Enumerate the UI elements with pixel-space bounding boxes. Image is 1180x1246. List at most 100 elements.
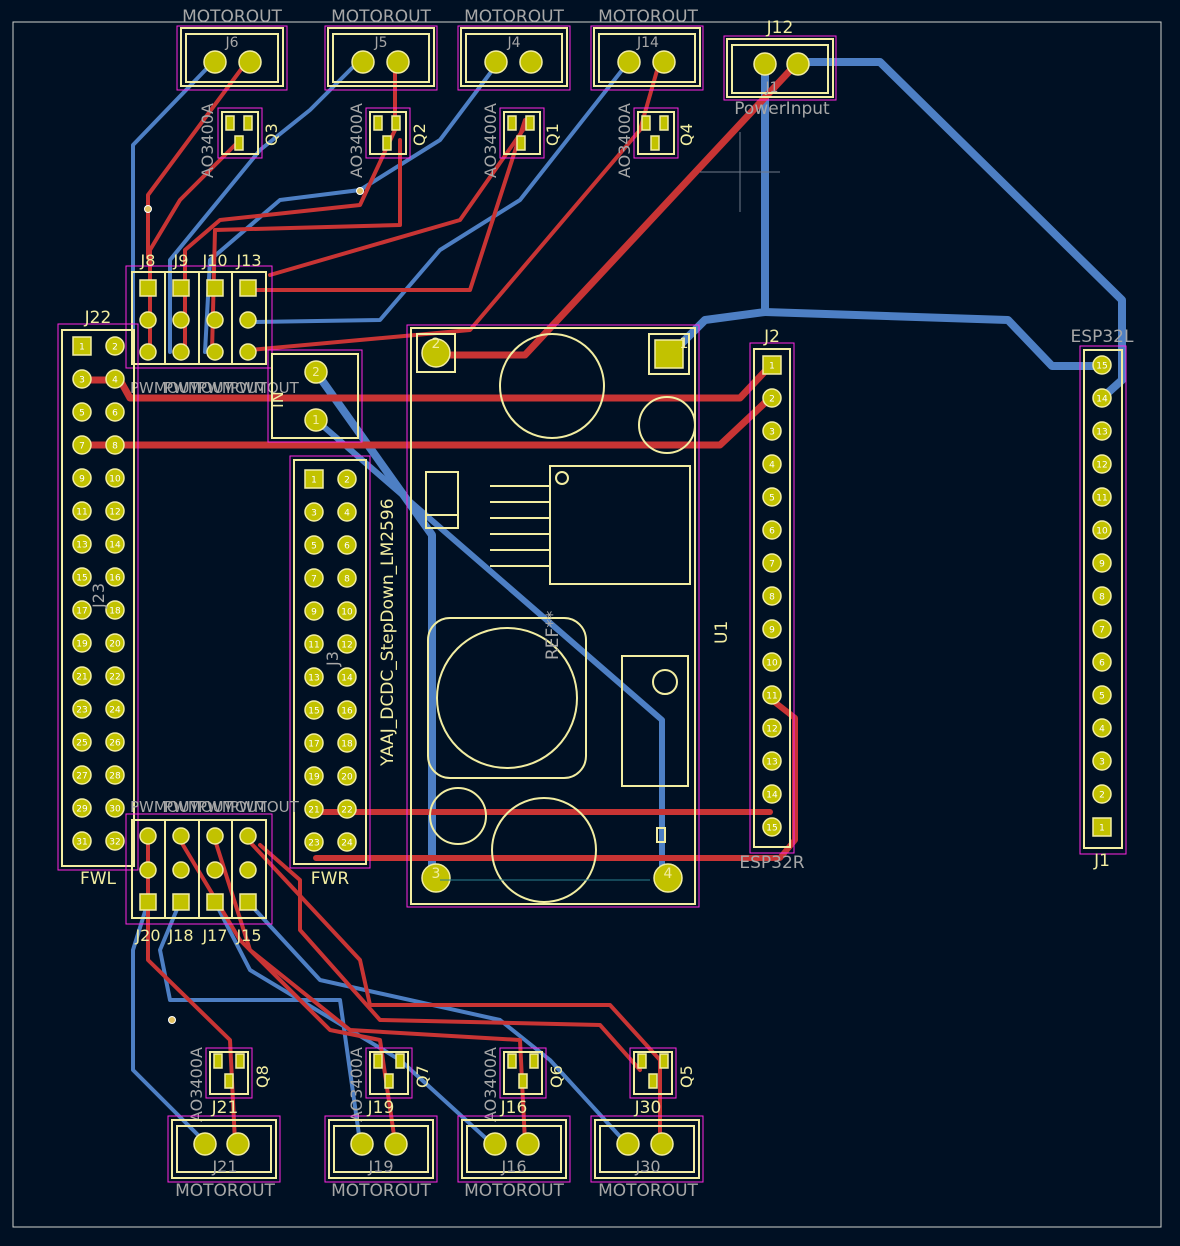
mosfet-q1[interactable]: AO3400A Q1 xyxy=(481,103,562,178)
motor-connector-j6[interactable]: J6 MOTOROUT xyxy=(176,7,288,91)
motor-connector-j19[interactable]: J19 J19 MOTOROUT xyxy=(324,1098,438,1201)
fwl-pin-pad[interactable] xyxy=(72,633,92,653)
fwr-pin-pad[interactable] xyxy=(337,634,357,654)
fwl-pin-pad[interactable] xyxy=(72,600,92,620)
fwl-pin-pad[interactable] xyxy=(105,567,125,587)
esp32l-pin-pad[interactable] xyxy=(1092,817,1112,837)
fwr-pin-pad[interactable] xyxy=(304,502,324,522)
fwl-pin-pad[interactable] xyxy=(72,798,92,818)
esp32l-pin-pad[interactable] xyxy=(1092,355,1112,375)
esp32r-pin-pad[interactable] xyxy=(762,784,782,804)
fwl-pin-pad[interactable] xyxy=(105,831,125,851)
fwl-pin-pad[interactable] xyxy=(105,468,125,488)
esp32r-pin-pad[interactable] xyxy=(762,586,782,606)
fwr-pin-pad[interactable] xyxy=(304,469,324,489)
fwr-pin-pad[interactable] xyxy=(304,601,324,621)
fwr-pin-pad[interactable] xyxy=(337,469,357,489)
fwl-pin-pad[interactable] xyxy=(72,336,92,356)
esp32r-pin-pad[interactable] xyxy=(762,454,782,474)
fwr-pin-pad[interactable] xyxy=(337,502,357,522)
fwr-pin-pad[interactable] xyxy=(337,766,357,786)
esp32r-pin-pad[interactable] xyxy=(762,817,782,837)
fwl-pin-pad[interactable] xyxy=(72,369,92,389)
mosfet-q5[interactable]: Q5 xyxy=(629,1047,696,1099)
esp32r-pin-pad[interactable] xyxy=(762,751,782,771)
esp32l-pin-pad[interactable] xyxy=(1092,652,1112,672)
esp32l-pin-pad[interactable] xyxy=(1092,685,1112,705)
motor-connector-j5[interactable]: J5 MOTOROUT xyxy=(324,7,438,91)
input-connector-in[interactable]: 2 1 IN xyxy=(267,349,363,443)
esp32l-pin-pad[interactable] xyxy=(1092,619,1112,639)
esp32l-pin-pad[interactable] xyxy=(1092,520,1112,540)
fwr-pin-pad[interactable] xyxy=(304,667,324,687)
motor-connector-j16[interactable]: J16 J16 MOTOROUT xyxy=(457,1098,571,1201)
esp32l-pin-pad[interactable] xyxy=(1092,718,1112,738)
fwl-pin-pad[interactable] xyxy=(105,798,125,818)
fwr-pin-pad[interactable] xyxy=(304,832,324,852)
fwl-pin-pad[interactable] xyxy=(105,666,125,686)
esp32l-pin-pad[interactable] xyxy=(1092,487,1112,507)
esp32l-pin-pad[interactable] xyxy=(1092,751,1112,771)
fwl-pin-pad[interactable] xyxy=(105,435,125,455)
esp32r-pin-pad[interactable] xyxy=(762,619,782,639)
fwl-pin-pad[interactable] xyxy=(72,567,92,587)
dcdc-module-u1[interactable]: 2 1 3 4 YAAJ_DCDC_StepDown_LM2596 REF** … xyxy=(378,324,732,908)
fwl-pin-pad[interactable] xyxy=(105,369,125,389)
fwr-pin-pad[interactable] xyxy=(304,535,324,555)
fwr-pin-pad[interactable] xyxy=(337,733,357,753)
motor-connector-j30[interactable]: J30 J30 MOTOROUT xyxy=(590,1098,704,1201)
fwl-pin-pad[interactable] xyxy=(72,435,92,455)
mosfet-q3[interactable]: AO3400A Q3 xyxy=(198,103,281,178)
esp32r-pin-pad[interactable] xyxy=(762,685,782,705)
fwl-pin-pad[interactable] xyxy=(72,534,92,554)
fwr-pin-pad[interactable] xyxy=(304,568,324,588)
fwl-pin-pad[interactable] xyxy=(72,402,92,422)
esp32r-pin-pad[interactable] xyxy=(762,487,782,507)
fwl-pin-pad[interactable] xyxy=(72,699,92,719)
fwr-pin-pad[interactable] xyxy=(337,601,357,621)
fwl-pin-pad[interactable] xyxy=(105,699,125,719)
esp32r-pin-pad[interactable] xyxy=(762,553,782,573)
power-input-connector[interactable]: J12 J1 PowerInput xyxy=(723,18,837,119)
esp32r-pin-pad[interactable] xyxy=(762,388,782,408)
fwr-pin-pad[interactable] xyxy=(337,799,357,819)
fwr-pin-pad[interactable] xyxy=(337,667,357,687)
esp32l-pin-pad[interactable] xyxy=(1092,784,1112,804)
mosfet-q8[interactable]: AO3400A Q8 xyxy=(187,1047,272,1122)
esp32l-pin-pad[interactable] xyxy=(1092,421,1112,441)
fwr-pin-pad[interactable] xyxy=(304,634,324,654)
fwl-pin-pad[interactable] xyxy=(105,402,125,422)
motor-connector-j21[interactable]: J21 J21 MOTOROUT xyxy=(167,1098,281,1201)
fwl-pin-pad[interactable] xyxy=(105,765,125,785)
fwr-pin-pad[interactable] xyxy=(337,700,357,720)
esp32r-pin-pad[interactable] xyxy=(762,421,782,441)
fwr-pin-pad[interactable] xyxy=(337,832,357,852)
fwl-pin-pad[interactable] xyxy=(72,765,92,785)
fwl-pin-pad[interactable] xyxy=(72,831,92,851)
fwl-pin-pad[interactable] xyxy=(105,732,125,752)
fwr-pin-pad[interactable] xyxy=(304,766,324,786)
mosfet-q6[interactable]: AO3400A Q6 xyxy=(481,1047,566,1122)
fwl-pin-pad[interactable] xyxy=(72,501,92,521)
fwr-pin-pad[interactable] xyxy=(304,700,324,720)
esp32r-pin-pad[interactable] xyxy=(762,718,782,738)
esp32l-pin-pad[interactable] xyxy=(1092,586,1112,606)
fwl-pin-pad[interactable] xyxy=(105,336,125,356)
esp32l-pin-pad[interactable] xyxy=(1092,388,1112,408)
fwl-pin-pad[interactable] xyxy=(105,600,125,620)
mosfet-q2[interactable]: AO3400A Q2 xyxy=(347,103,429,178)
esp32r-pin-pad[interactable] xyxy=(762,355,782,375)
fwr-pin-pad[interactable] xyxy=(337,535,357,555)
fwl-pin-pad[interactable] xyxy=(72,468,92,488)
esp32l-pin-pad[interactable] xyxy=(1092,553,1112,573)
esp32r-pin-pad[interactable] xyxy=(762,520,782,540)
fwl-pin-pad[interactable] xyxy=(105,501,125,521)
fwl-pin-pad[interactable] xyxy=(72,666,92,686)
fwl-pin-pad[interactable] xyxy=(72,732,92,752)
fwl-pin-pad[interactable] xyxy=(105,534,125,554)
fwr-pin-pad[interactable] xyxy=(304,733,324,753)
fwr-pin-pad[interactable] xyxy=(337,568,357,588)
motor-connector-j14[interactable]: J14 MOTOROUT xyxy=(590,7,704,91)
